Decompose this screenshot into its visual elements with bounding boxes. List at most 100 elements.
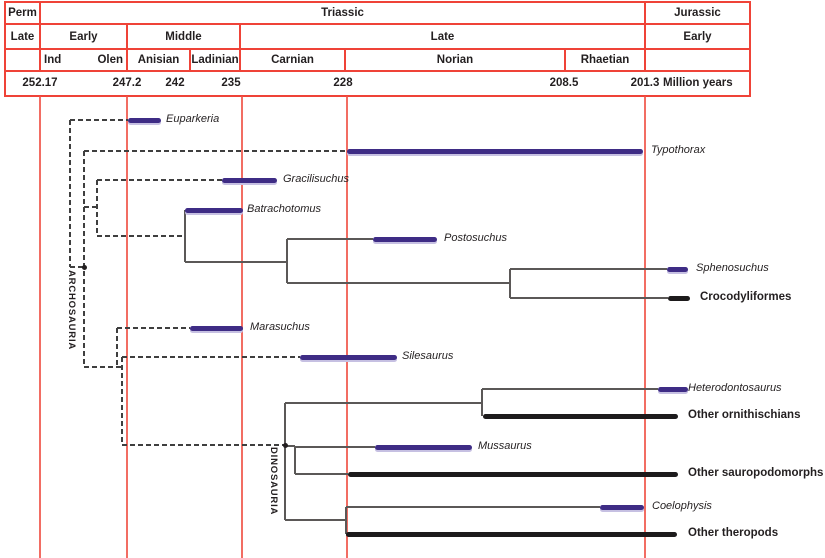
taxon-range-bar-heterodontosaurus <box>658 386 688 392</box>
clade-node-dot <box>81 264 87 270</box>
taxon-label-silesaurus: Silesaurus <box>402 350 454 362</box>
taxon-range-bar-sphenosuchus <box>667 266 688 272</box>
clade-node-dot <box>282 442 288 448</box>
timescale-cell-rhaetian: Rhaetian <box>565 49 645 71</box>
timescale-label: Norian <box>436 54 474 66</box>
tree-branch <box>116 328 118 367</box>
timescale-label: Anisian <box>137 54 180 66</box>
tree-branch <box>84 206 97 208</box>
timescale-rule-v <box>644 24 646 49</box>
tree-branch <box>284 403 286 520</box>
timescale-age-tick: 208.5 <box>549 77 579 89</box>
timescale-label: Middle <box>165 30 202 43</box>
tree-branch <box>346 506 600 508</box>
tree-branch <box>97 235 185 237</box>
timescale-rule-v <box>4 49 6 71</box>
timescale-cell-late: Late <box>5 24 40 49</box>
tree-branch <box>122 444 285 446</box>
timescale-cell-triassic: Triassic <box>40 2 645 24</box>
timescale-rule-h <box>4 95 751 97</box>
timescale-cell-anisian: Anisian <box>127 49 190 71</box>
timescale-rule-h <box>4 70 751 72</box>
taxon-label-other-theropods: Other theropods <box>688 527 779 539</box>
clade-label-archosauria: ARCHOSAURIA <box>66 270 77 351</box>
stage-gridline <box>644 96 646 558</box>
tree-branch <box>482 388 658 390</box>
timescale-rule-v <box>126 24 128 49</box>
tree-branch <box>481 389 483 416</box>
tree-branch <box>185 261 287 263</box>
taxon-label-sphenosuchus: Sphenosuchus <box>696 262 769 274</box>
tree-branch <box>285 402 482 404</box>
taxon-range-bar-crocodyliformes <box>668 295 690 301</box>
timescale-label: Late <box>430 30 455 43</box>
taxon-range-bar-postosuchus <box>373 236 437 242</box>
timescale-cell-early: Early <box>40 24 127 49</box>
taxon-range-bar-marasuchus <box>190 325 243 331</box>
taxon-label-batrachotomus: Batrachotomus <box>247 203 321 215</box>
taxon-label-other-ornithischians: Other ornithischians <box>688 409 801 421</box>
taxon-label-postosuchus: Postosuchus <box>444 232 507 244</box>
tree-branch <box>285 445 295 447</box>
taxon-label-heterodontosaurus: Heterodontosaurus <box>688 382 782 394</box>
timescale-rule-v <box>749 24 751 49</box>
tree-branch <box>287 238 373 240</box>
taxon-label-euparkeria: Euparkeria <box>166 113 220 125</box>
taxon-range-bar-other-sauropodomorphs <box>348 471 678 477</box>
timescale-cell-late: Late <box>240 24 645 49</box>
tree-branch <box>97 179 222 181</box>
timescale-rule-v <box>749 49 751 71</box>
tree-branch <box>83 151 85 367</box>
timescale-cell-jurassic: Jurassic <box>645 2 750 24</box>
tree-branch <box>510 297 668 299</box>
timescale-rule-v <box>239 49 241 71</box>
tree-branch <box>510 268 667 270</box>
taxon-range-bar-batrachotomus <box>185 207 243 213</box>
tree-branch <box>84 366 122 368</box>
timescale-rule-v <box>4 2 6 24</box>
timescale-rule-v <box>126 49 128 71</box>
timescale-rule-v <box>189 49 191 71</box>
timescale-age-tick: 247.2 <box>112 77 142 89</box>
tree-branch <box>295 473 348 475</box>
timescale-age-tick: 201.3 <box>630 77 660 89</box>
timescale-rule-v <box>749 71 751 96</box>
timescale-rule-h <box>4 23 751 25</box>
tree-branch <box>117 327 190 329</box>
timescale-label: Jurassic <box>674 7 721 19</box>
taxon-range-bar-gracilisuchus <box>222 177 277 183</box>
tree-branch <box>70 119 128 121</box>
timescale-label: Olen <box>97 54 123 66</box>
timescale-rule-v <box>39 49 41 71</box>
tree-branch <box>287 282 510 284</box>
timescale-rule-v <box>4 71 6 96</box>
tree-branch <box>84 150 347 152</box>
timescale-rule-v <box>749 2 751 24</box>
clade-label-dinosauria: DINOSAURIA <box>268 447 279 516</box>
timescale-label: Late <box>10 30 35 43</box>
timescale-unit-label: Million years <box>663 77 733 89</box>
timescale-rule-v <box>239 24 241 49</box>
timescale-label: Carnian <box>271 54 314 66</box>
timescale-rule-v <box>564 49 566 71</box>
timescale-label: Ladinian <box>191 54 239 66</box>
taxon-label-gracilisuchus: Gracilisuchus <box>283 173 350 185</box>
timescale-rule-v <box>39 24 41 49</box>
timescale-rule-v <box>644 49 646 71</box>
timescale-cell-norian: Norian <box>345 49 565 71</box>
tree-branch <box>286 239 288 283</box>
taxon-range-bar-coelophysis <box>600 504 644 510</box>
taxon-label-marasuchus: Marasuchus <box>250 321 310 333</box>
taxon-range-bar-silesaurus <box>300 354 397 360</box>
taxon-label-other-sauropodomorphs: Other sauropodomorphs <box>688 467 824 479</box>
timescale-cell-carnian: Carnian <box>240 49 345 71</box>
tree-branch <box>285 519 346 521</box>
taxon-range-bar-euparkeria <box>128 117 161 123</box>
stage-gridline <box>39 96 41 558</box>
timescale-age-tick: 242 <box>165 77 185 89</box>
taxon-label-mussaurus: Mussaurus <box>478 440 532 452</box>
tree-branch <box>96 180 98 236</box>
timescale-rule-h <box>4 1 751 3</box>
